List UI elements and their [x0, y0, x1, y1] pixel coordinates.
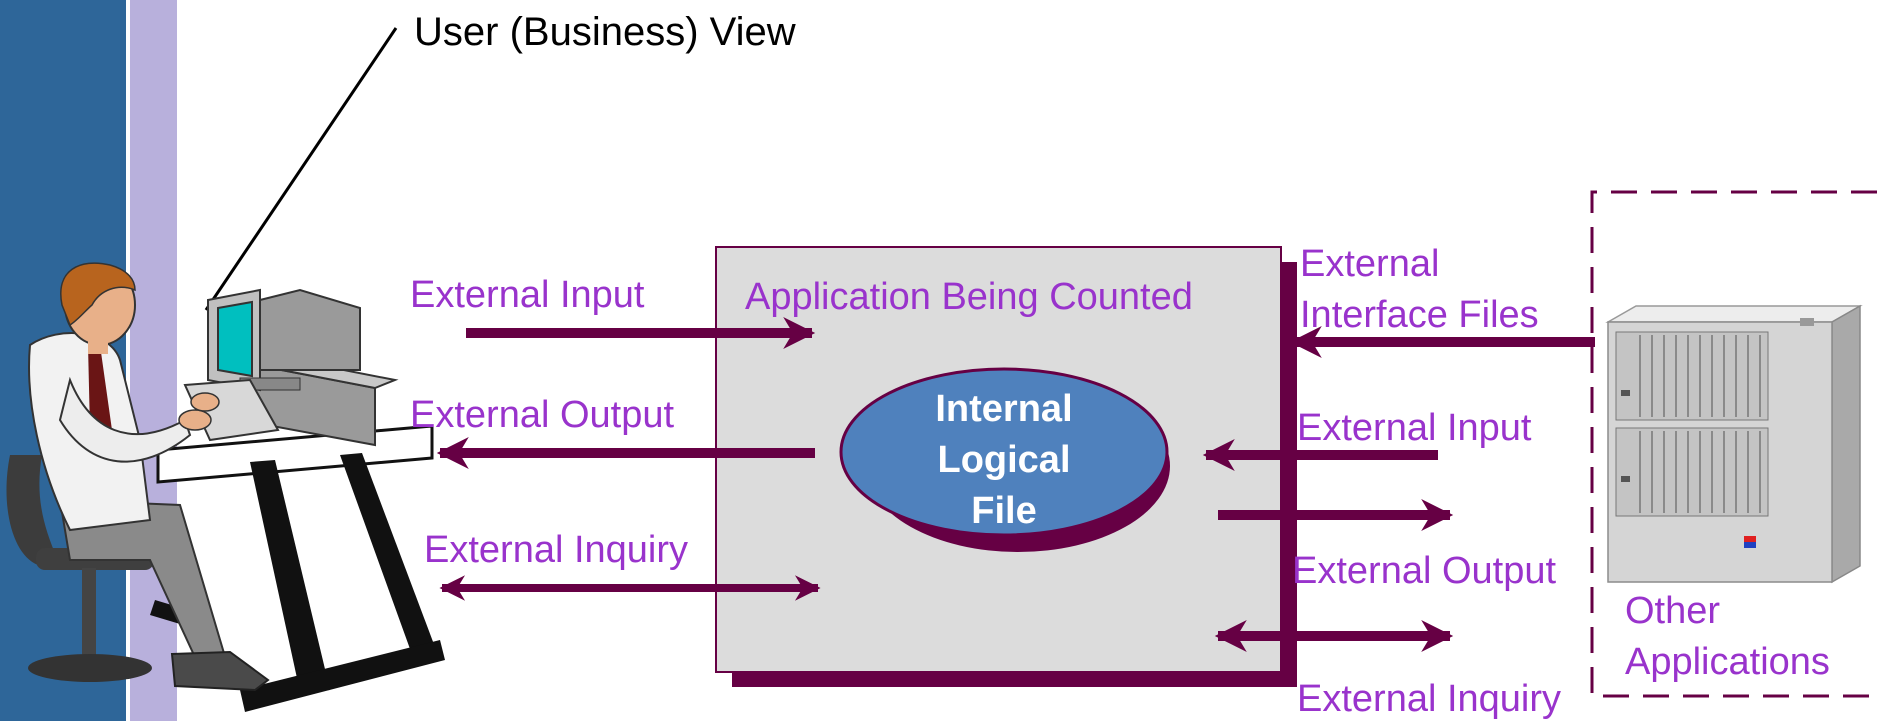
user-input-label: External Input [410, 274, 645, 316]
user-at-computer-icon [6, 262, 445, 712]
title-callout-line [204, 27, 398, 311]
other-apps-label-line2: Applications [1625, 641, 1830, 683]
user-output-label: External Output [410, 394, 675, 436]
other-output-label: External Output [1292, 550, 1557, 592]
ilf-label-line2: Logical [937, 439, 1071, 481]
diagram-title: User (Business) View [414, 10, 796, 54]
ilf-label-line1: Internal [935, 388, 1073, 430]
other-inquiry-label: External Inquiry [1297, 678, 1562, 720]
ilf-label-line3: File [971, 490, 1037, 532]
app-box-title: Application Being Counted [745, 276, 1193, 318]
interface-files-label-line2: Interface Files [1300, 294, 1539, 336]
ilf-ellipse [839, 367, 1169, 537]
user-inquiry-label: External Inquiry [424, 529, 689, 571]
other-input-label: External Input [1297, 407, 1532, 449]
other-apps-label-line1: Other [1625, 590, 1721, 632]
server-cabinet-icon [1605, 304, 1863, 584]
ilf-label: Internal Logical File [904, 384, 1104, 537]
interface-files-label-line1: External [1300, 243, 1440, 285]
other-apps-dashed-border [1590, 190, 1877, 698]
